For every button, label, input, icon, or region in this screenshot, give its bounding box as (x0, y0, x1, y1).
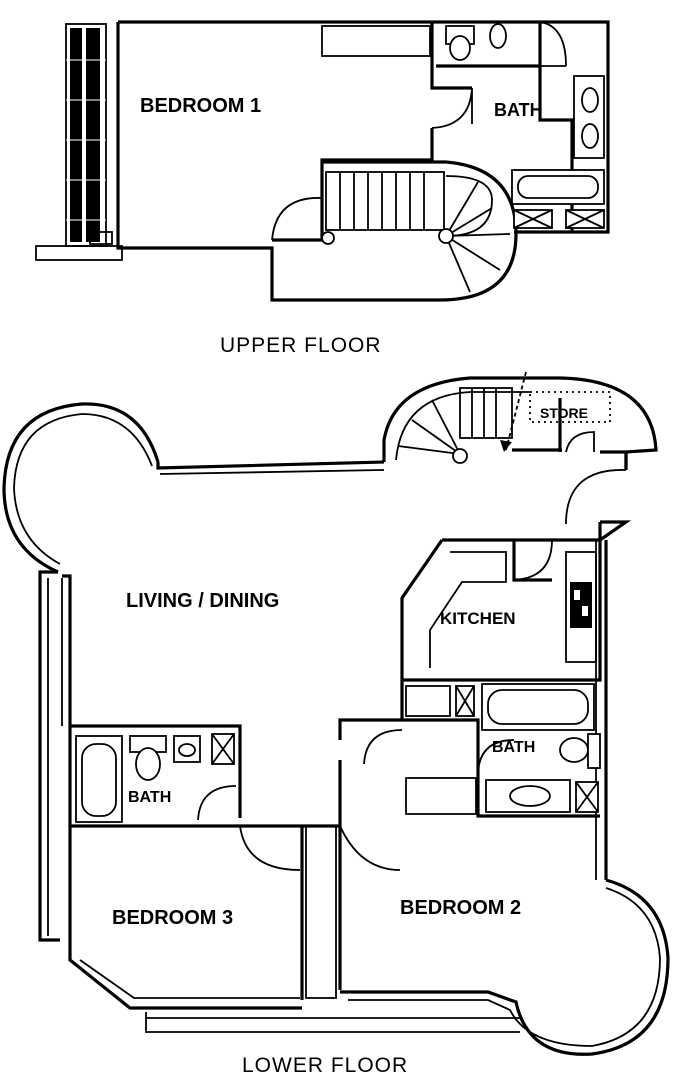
store-label: STORE (540, 405, 588, 421)
left-bay-wall (2, 402, 160, 574)
lower-east-wall (598, 522, 608, 880)
right-bath (338, 680, 601, 818)
bedroom2-door (339, 825, 401, 871)
bedroom1-partition (272, 22, 472, 242)
bedroom2-wall (340, 878, 670, 1056)
upper-spiral-stair (321, 160, 518, 302)
corridor-walls (240, 760, 342, 1000)
closet (305, 825, 337, 999)
lower-north-wall (156, 460, 385, 470)
lower-floor-plan: LIVING / DINING KITCHEN STORE BATH BATH … (2, 371, 670, 1077)
left-bath (68, 724, 242, 828)
upper-bath-label: BATH (494, 100, 543, 120)
bedroom2-label: BEDROOM 2 (400, 897, 521, 919)
right-bath-label: BATH (492, 739, 535, 756)
bedroom1-door (431, 87, 473, 129)
bedroom3-door (239, 825, 301, 871)
bedroom1-label: BEDROOM 1 (140, 95, 261, 117)
upper-window (321, 25, 431, 57)
kitchen-label: KITCHEN (440, 609, 516, 628)
bedroom3-wall (68, 826, 302, 1010)
upper-outer-wall (116, 20, 610, 302)
living-dining-label: LIVING / DINING (126, 590, 279, 612)
bedroom3-label: BEDROOM 3 (112, 907, 233, 929)
lower-balcony (145, 1012, 520, 1033)
entry-door (565, 469, 627, 525)
upper-floor-caption: UPPER FLOOR (220, 334, 382, 357)
kitchen-block (400, 520, 632, 682)
upper-balcony-railing (35, 23, 123, 261)
upper-bath-door (539, 21, 567, 67)
lower-west-wall (38, 570, 60, 942)
upper-bath-fixtures (89, 23, 605, 245)
landing-door (271, 197, 323, 241)
lower-floor-caption: LOWER FLOOR (242, 1054, 408, 1077)
lower-spiral-stair (382, 371, 658, 470)
upper-floor-plan: BEDROOM 1 BATH UPPER FLOOR (35, 20, 610, 357)
left-bath-label: BATH (128, 789, 171, 806)
